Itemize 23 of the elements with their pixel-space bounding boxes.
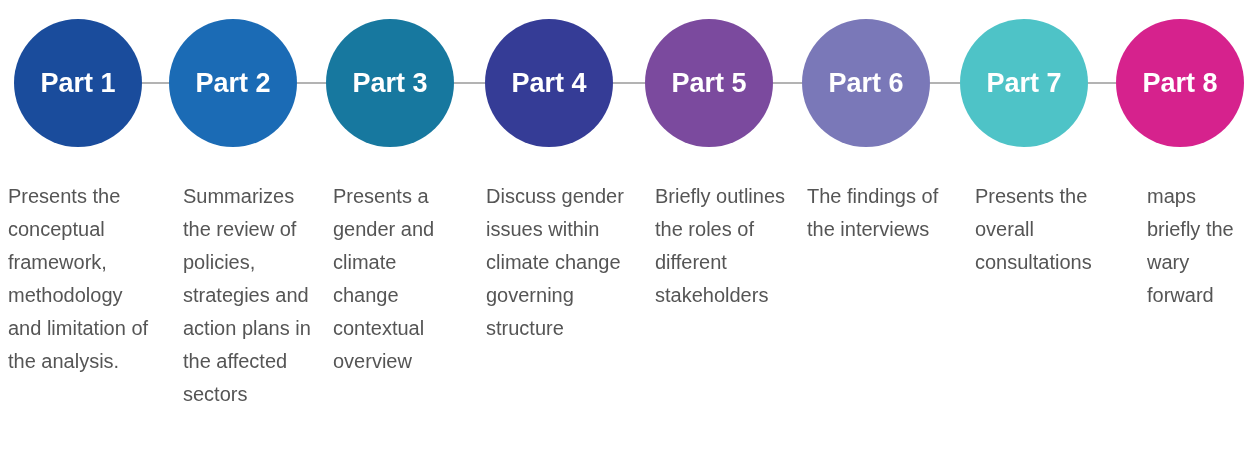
part-label: Part 7 bbox=[986, 67, 1062, 99]
part-description: Discuss gender issues within climate change governing structure bbox=[486, 184, 625, 341]
connector-line bbox=[453, 82, 486, 84]
part-label: Part 5 bbox=[671, 67, 747, 99]
part-description: Presents a gender and climate change contextual overview bbox=[333, 184, 436, 374]
part-description: Summarizes the review of policies, strategies and action plans in the affected sectors bbox=[183, 184, 312, 407]
connector-line bbox=[929, 82, 961, 84]
part-description: Briefly outlines the roles of different stakeholders bbox=[655, 184, 787, 308]
connector-line bbox=[296, 82, 327, 84]
part-label: Part 1 bbox=[40, 67, 116, 99]
part-description: Presents the conceptual framework, methodology and limitation of the analysis. bbox=[8, 184, 150, 374]
connector-line bbox=[612, 82, 646, 84]
part-label: Part 8 bbox=[1142, 67, 1218, 99]
part-label: Part 2 bbox=[195, 67, 271, 99]
part-description: The findings of the interviews bbox=[807, 184, 940, 242]
part-label: Part 4 bbox=[511, 67, 587, 99]
part-description: maps briefly the wary forward bbox=[1147, 184, 1235, 308]
connector-line bbox=[772, 82, 803, 84]
connector-line bbox=[1087, 82, 1117, 84]
part-label: Part 6 bbox=[828, 67, 904, 99]
connector-line bbox=[141, 82, 170, 84]
part-label: Part 3 bbox=[352, 67, 428, 99]
part-description: Presents the overall consultations bbox=[975, 184, 1093, 275]
